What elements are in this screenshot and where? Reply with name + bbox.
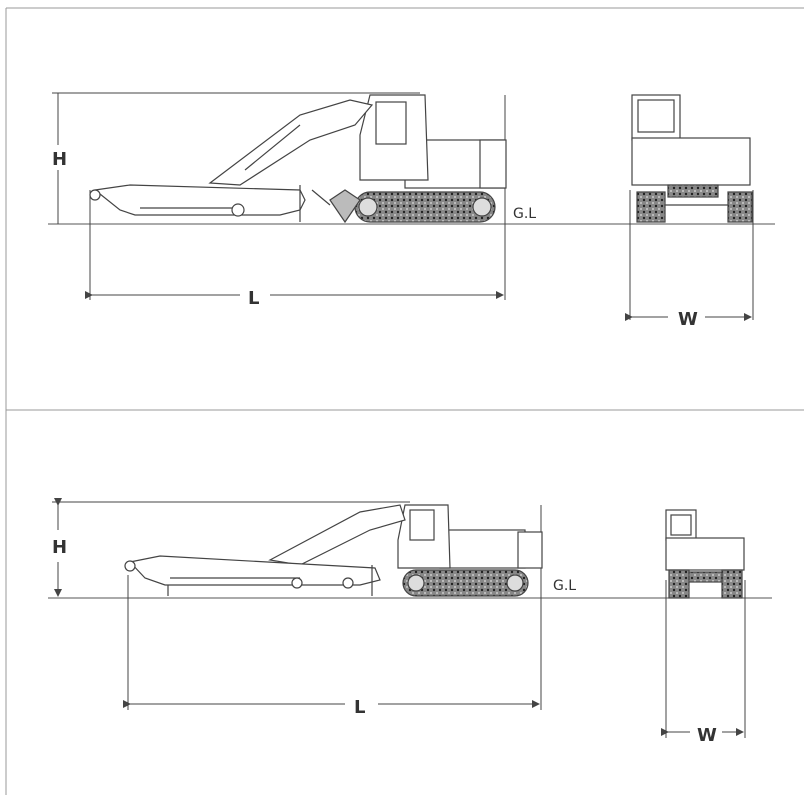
height-label: H bbox=[52, 149, 67, 170]
width-label: W bbox=[678, 309, 698, 330]
width-label: W bbox=[697, 725, 717, 746]
top-panel: G.L H L bbox=[48, 92, 775, 330]
page-frame bbox=[5, 7, 804, 795]
ground-line-label: G.L bbox=[513, 206, 536, 222]
height-dimension bbox=[52, 92, 420, 224]
excavator-rear-view-top bbox=[631, 94, 753, 223]
length-dimension bbox=[85, 95, 506, 300]
width-dimension bbox=[625, 190, 754, 321]
height-label: H bbox=[52, 537, 67, 558]
bottom-panel: G.L H L bbox=[48, 498, 772, 746]
excavator-side-view-top bbox=[89, 94, 507, 224]
length-label: L bbox=[354, 697, 365, 718]
excavator-side-view-bottom bbox=[124, 504, 543, 597]
width-dimension bbox=[661, 580, 746, 738]
ground-line-label: G.L bbox=[553, 578, 576, 594]
height-dimension bbox=[52, 498, 410, 597]
length-label: L bbox=[248, 288, 259, 309]
excavator-rear-view-bottom bbox=[665, 509, 745, 599]
